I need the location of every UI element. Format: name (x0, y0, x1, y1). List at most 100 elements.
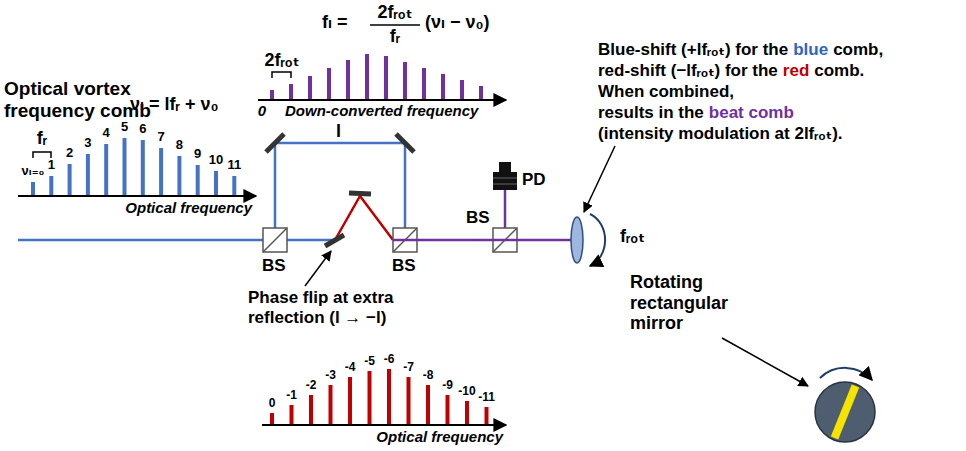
comb-tooth (465, 401, 469, 424)
beat-formula: fᵣ (390, 26, 401, 47)
leader-arrow (305, 251, 331, 286)
frequency-axis (18, 195, 256, 197)
callout-text: Phase flip at extra reflection (l → −l) (248, 288, 438, 327)
tooth-number: 8 (176, 138, 183, 153)
comb-formula: νₗ = lfᵣ + ν₀ (130, 94, 219, 115)
flipped-beam (335, 196, 393, 240)
tooth-number: -2 (306, 379, 317, 393)
callout-text: comb, (833, 40, 883, 60)
comb-tooth (309, 395, 313, 424)
comb-tooth (196, 165, 200, 195)
axis-label: Down-converted frequency (285, 102, 478, 119)
comb-tooth (68, 164, 72, 195)
tooth-number: 2 (66, 146, 73, 161)
tooth-number: 7 (157, 130, 164, 145)
tooth-number: -11 (478, 391, 495, 405)
rotation-arrow (820, 368, 872, 380)
tooth-number: 4 (103, 126, 110, 141)
rectangular-mirror-strip (831, 385, 859, 440)
tooth-number: -8 (423, 369, 434, 383)
comb-tooth (270, 413, 274, 424)
combined-beam (417, 239, 572, 242)
tooth-number: 11 (227, 158, 241, 173)
beam-splitter-diagonal (493, 228, 517, 252)
tooth-number: 1 (48, 158, 55, 173)
comb-tooth (384, 56, 388, 99)
rotating-mirror (571, 217, 583, 263)
tooth-number: -10 (458, 385, 475, 399)
tooth-number: -1 (286, 389, 297, 403)
rotation-label: fᵣₒₜ (620, 226, 645, 247)
comb-tooth (460, 80, 464, 99)
beat-formula: (νₗ − ν₀) (425, 12, 490, 33)
axis-label: Optical frequency (376, 428, 503, 445)
tooth-number: νₗ₌₀ (22, 164, 45, 179)
mirror (266, 134, 284, 152)
mirror (349, 193, 371, 194)
callout-text: beat comb (709, 103, 794, 123)
beat-formula: fₗ = (322, 12, 347, 33)
comb-tooth (407, 377, 411, 424)
photodetector-cap (499, 162, 511, 172)
spacing-label: fᵣ (37, 128, 48, 149)
tooth-number: -9 (442, 379, 453, 393)
comb-tooth (270, 90, 274, 99)
callout-text: red (783, 61, 809, 81)
callout-text: blue (793, 40, 828, 60)
comb-tooth (159, 148, 163, 195)
comb-tooth (387, 369, 391, 424)
comb-tooth (104, 144, 108, 195)
comb-tooth (348, 377, 352, 424)
photodetector (493, 172, 517, 190)
callout-text: (intensity modulation at 2lfᵣₒₜ). (598, 124, 843, 144)
leader-arrow (722, 338, 808, 386)
rotation-arrow (590, 214, 605, 266)
leader-arrow (584, 146, 615, 212)
beam-splitter (263, 228, 287, 252)
photodetector-fin (493, 178, 517, 179)
tooth-number: 5 (121, 120, 128, 135)
fraction-bar (370, 24, 420, 26)
comb-tooth (49, 176, 53, 195)
beat-formula: 2fᵣₒₜ (378, 2, 413, 23)
photodetector-fin (493, 184, 517, 185)
comb-tooth (327, 68, 331, 99)
beam-splitter-diagonal (263, 228, 287, 252)
comb-tooth (123, 138, 127, 195)
comb-tooth (86, 154, 90, 195)
comb-tooth (479, 86, 483, 99)
axis-label: Optical frequency (125, 199, 252, 216)
spacing-bracket (272, 72, 291, 78)
mirror (325, 235, 344, 246)
tooth-number: 3 (84, 136, 91, 151)
arm-label: l (336, 121, 341, 142)
comb-tooth (31, 182, 35, 195)
comb-tooth (403, 62, 407, 99)
mirror (396, 134, 414, 152)
tooth-number: 6 (139, 122, 146, 137)
combined-beam (393, 239, 417, 242)
frequency-axis (262, 424, 506, 426)
spacing-label: 2fᵣₒₜ (265, 50, 300, 71)
input-beam (18, 239, 263, 242)
comb-tooth (177, 156, 181, 195)
comb-tooth (346, 60, 350, 99)
component-label: BS (392, 256, 416, 276)
component-label: Rotating rectangular mirror (630, 272, 752, 334)
detector-beam (504, 190, 507, 228)
mirror-front-view (815, 382, 875, 442)
tooth-number: -6 (384, 353, 395, 367)
tooth-number: 10 (209, 153, 223, 168)
beam-splitter (393, 228, 417, 252)
component-label: BS (466, 208, 490, 228)
tooth-number: 0 (269, 397, 276, 411)
comb-tooth (290, 405, 294, 424)
comb-tooth (289, 84, 293, 99)
tooth-number: -5 (364, 355, 375, 369)
lower-arm-beam (287, 239, 335, 242)
comb-tooth (441, 74, 445, 99)
comb-tooth (365, 54, 369, 99)
callout-text: Blue-shift (+lfᵣₒₜ) for the (598, 40, 788, 60)
upper-arm-beam (275, 143, 405, 228)
tooth-number: -4 (345, 361, 356, 375)
